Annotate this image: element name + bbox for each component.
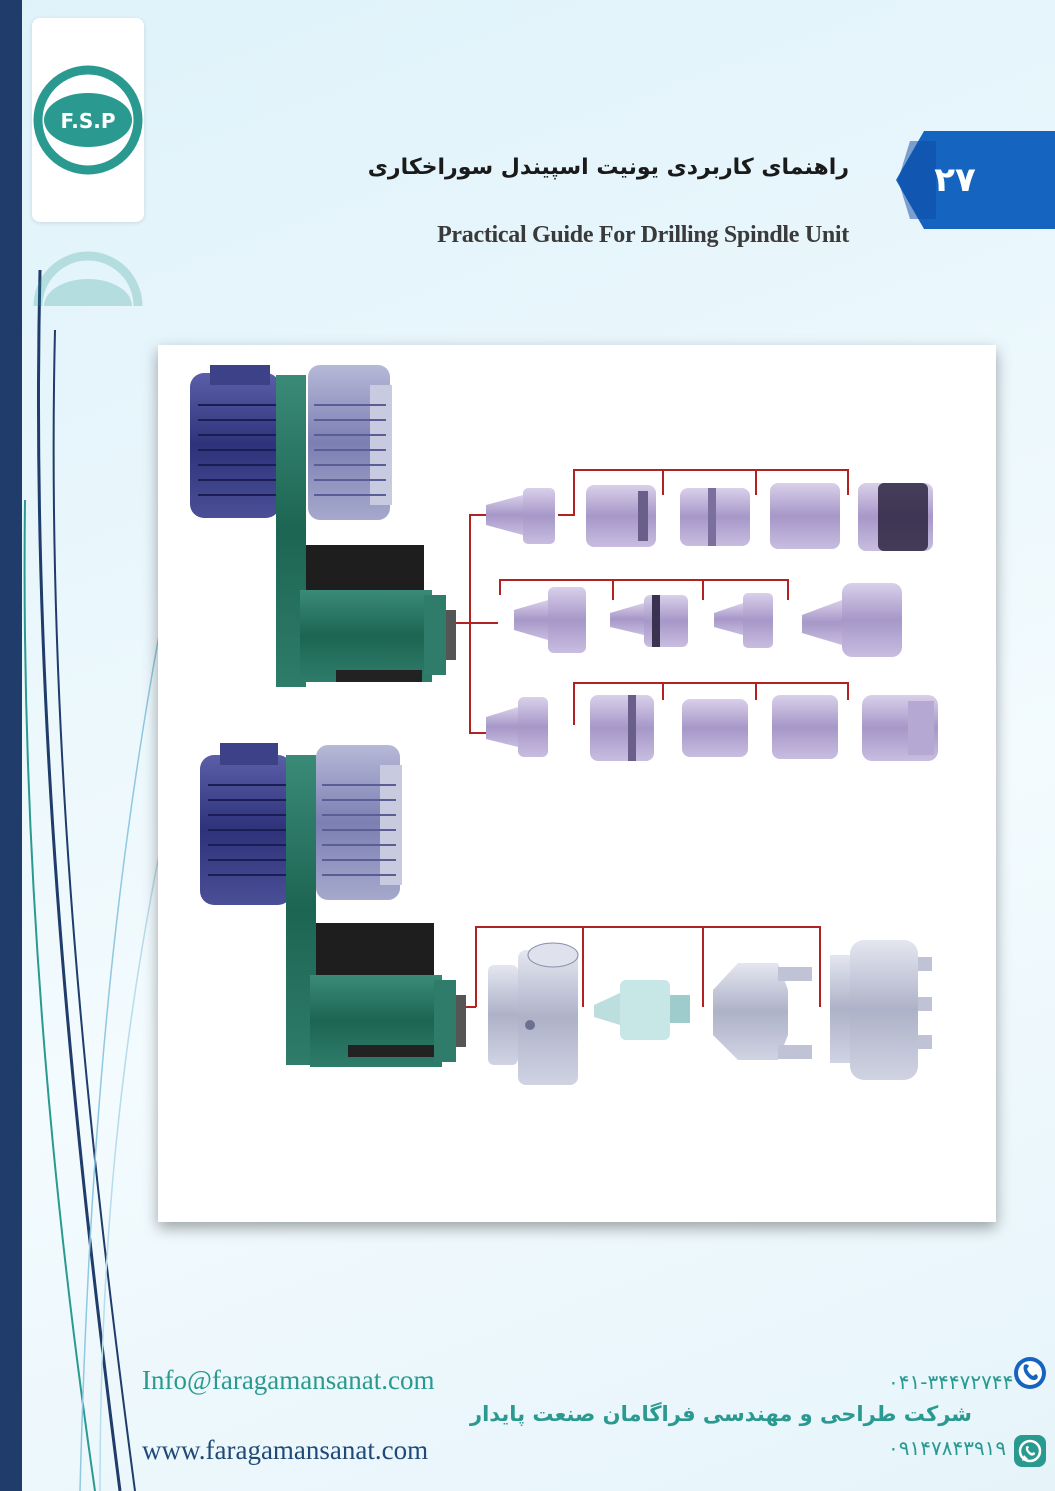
left-navy-bar [0,0,22,1491]
logo-reflection [32,226,144,307]
tool-row-2 [514,583,902,657]
logo-text: F.S.P [61,109,116,133]
footer-email[interactable]: Info@faragamansanat.com [142,1365,435,1395]
tool-row-3 [486,695,938,761]
footer-mobile[interactable]: ۰۹۱۴۷۸۴۳۹۱۹ [888,1436,1007,1460]
spindle-unit-figure [158,345,996,1222]
footer-website[interactable]: www.faragamansanat.com [142,1435,429,1465]
upper-spindle-unit [190,365,456,687]
page-title-english: Practical Guide For Drilling Spindle Uni… [437,222,849,248]
whatsapp-icon [1014,1435,1046,1467]
phone-icon [1014,1357,1046,1389]
tool-connectors-upper [456,469,849,734]
fsp-logo: F.S.P [32,18,144,222]
footer-company-name: شرکت طراحی و مهندسی فراگامان صنعت پایدار [470,1402,972,1426]
decorative-swooshes [23,269,191,1491]
footer-phone[interactable]: ۰۴۱-۳۴۴۷۲۷۴۴ [888,1370,1014,1394]
tool-row-1 [486,483,933,551]
page-number: ۲۷ [934,160,976,200]
page-title-persian: راهنمای کاربردی یونیت اسپیندل سوراخکاری [367,155,849,180]
tool-row-lower [488,940,932,1085]
lower-spindle-unit [200,743,466,1067]
tool-connectors-lower [466,926,821,1008]
page-number-tab [896,131,1055,229]
